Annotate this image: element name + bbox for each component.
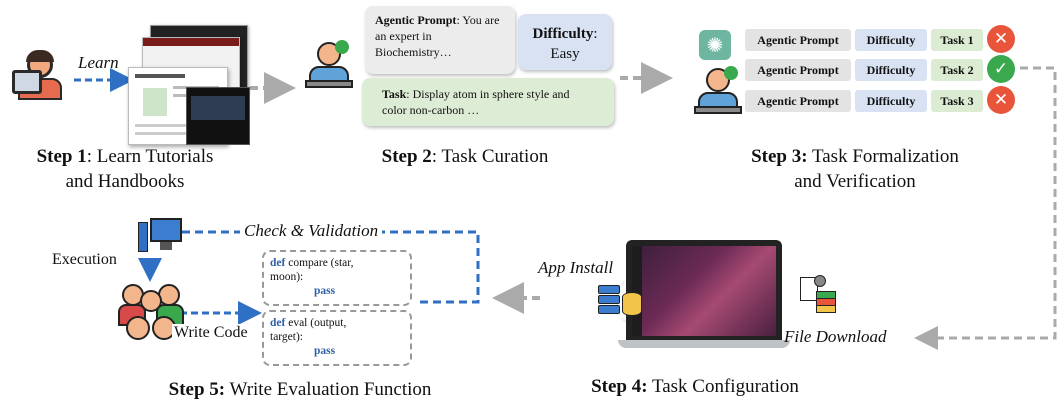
tutorial-screenshots	[128, 25, 250, 150]
row3-prompt-chip: Agentic Prompt	[745, 90, 851, 112]
row2-task-chip: Task 2	[931, 59, 983, 81]
step5-caption: Step 5: Write Evaluation Function	[168, 379, 432, 400]
verifier-avatar-icon	[694, 66, 744, 118]
arrow-step3-4	[914, 66, 1057, 350]
row1-prompt-chip: Agentic Prompt	[745, 29, 851, 51]
check-validation-label: Check & Validation	[240, 221, 383, 241]
step2-caption: Step 2: Task Curation	[381, 146, 549, 167]
step1-caption: Step 1: Learn Tutorials and Handbooks	[36, 146, 214, 192]
chatgpt-logo-icon: ✺	[699, 30, 731, 60]
row3-task-chip: Task 3	[931, 90, 983, 112]
storage-cylinder-icon	[622, 292, 642, 316]
eval-function-box: def eval (output, target): pass	[262, 310, 412, 366]
file-settings-icon	[800, 275, 836, 313]
write-code-label: Write Code	[172, 324, 250, 342]
fail-icon: ✕	[987, 86, 1015, 114]
fail-icon: ✕	[987, 25, 1015, 53]
learn-label: Learn	[78, 53, 119, 72]
compare-function-box: def compare (star, moon): pass	[262, 250, 412, 306]
curator-avatar-icon	[305, 40, 355, 92]
database-icon	[598, 285, 620, 315]
row1-difficulty-chip: Difficulty	[855, 29, 927, 51]
team-group-icon	[118, 280, 184, 340]
agentic-prompt-card: Agentic Prompt: You are an expert in Bio…	[365, 6, 515, 74]
task-card: Task: Display atom in sphere style and c…	[362, 78, 614, 126]
step4-caption: Step 4: Task Configuration	[591, 376, 799, 397]
laptop-icon	[618, 240, 790, 355]
row1-task-chip: Task 1	[931, 29, 983, 51]
execution-label: Execution	[52, 251, 117, 268]
app-install-label: App Install	[538, 258, 614, 277]
row3-difficulty-chip: Difficulty	[855, 90, 927, 112]
pass-check-icon: ✓	[987, 55, 1015, 83]
step3-caption: Step 3: Task Formalization and Verificat…	[751, 146, 959, 192]
difficulty-card: Difficulty:Easy	[518, 14, 612, 70]
student-laptop-icon	[12, 50, 68, 102]
row2-difficulty-chip: Difficulty	[855, 59, 927, 81]
file-download-label: File Download	[784, 327, 887, 346]
computer-monitor-icon	[138, 218, 182, 256]
row2-prompt-chip: Agentic Prompt	[745, 59, 851, 81]
